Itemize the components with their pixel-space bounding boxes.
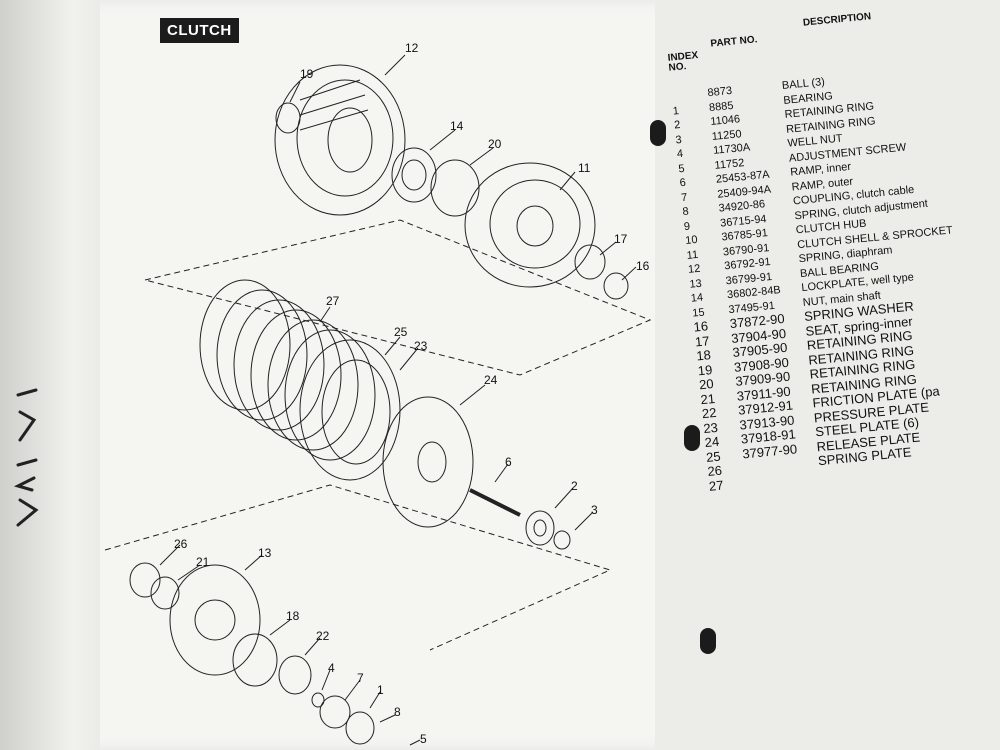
part-clutch-shell-11 (464, 162, 596, 288)
part-lockplate-13 (169, 564, 261, 676)
handwritten-note (13, 388, 39, 527)
part-ring-22 (278, 655, 312, 695)
callout-24: 24 (484, 373, 498, 387)
callout-20: 20 (488, 137, 502, 151)
callout-3: 3 (591, 503, 598, 517)
callout-13: 13 (258, 546, 272, 560)
part-plate-stack (199, 279, 401, 481)
parts-list-page (655, 0, 1000, 750)
callout-6: 6 (505, 455, 512, 469)
callout-26: 26 (174, 537, 188, 551)
part-nut-16 (603, 272, 629, 300)
part-ball-4 (311, 692, 325, 708)
callout-18: 18 (286, 609, 300, 623)
part-ramp-8 (345, 711, 375, 745)
dashed-group-top (144, 219, 652, 376)
callout-5: 5 (420, 732, 427, 746)
part-ring-21 (150, 576, 180, 610)
callout-4: 4 (328, 661, 335, 675)
callout-8: 8 (394, 705, 401, 719)
callout-14: 14 (450, 119, 464, 133)
diagram-page (100, 0, 700, 750)
part-bearing-14 (391, 147, 437, 203)
dashed-group-bottom (104, 484, 612, 651)
callout-19: 19 (300, 67, 314, 81)
callout-25: 25 (394, 325, 408, 339)
header-part: PART NO. (710, 34, 758, 50)
part-retaining-ring-19 (275, 102, 301, 134)
section-badge: CLUTCH (160, 18, 239, 43)
part-ring-3 (553, 530, 571, 550)
binder-hole (650, 120, 666, 146)
part-ring-20 (430, 159, 480, 217)
callout-27: 27 (326, 294, 340, 308)
callout-17: 17 (614, 232, 628, 246)
callout-7: 7 (357, 671, 364, 685)
callout-21: 21 (196, 555, 210, 569)
part-pressure-plate-24 (382, 396, 474, 528)
binder-hole (700, 628, 716, 654)
part-diaphragm-12 (274, 64, 406, 216)
callout-1: 1 (377, 683, 384, 697)
part-ramp-7 (319, 695, 351, 729)
header-index: INDEX NO. (667, 49, 699, 74)
callout-2: 2 (571, 479, 578, 493)
part-seat-17 (574, 244, 606, 280)
callout-11: 11 (578, 161, 591, 175)
callout-23: 23 (414, 339, 428, 353)
callout-12: 12 (405, 41, 419, 55)
part-ring-18 (232, 633, 278, 687)
part-seat-26 (129, 562, 161, 598)
callout-16: 16 (636, 259, 650, 273)
part-screw-6 (469, 488, 521, 517)
callout-22: 22 (316, 629, 330, 643)
header-description: DESCRIPTION (802, 11, 872, 29)
binder-hole (684, 425, 700, 451)
part-bearing-2 (525, 510, 555, 546)
